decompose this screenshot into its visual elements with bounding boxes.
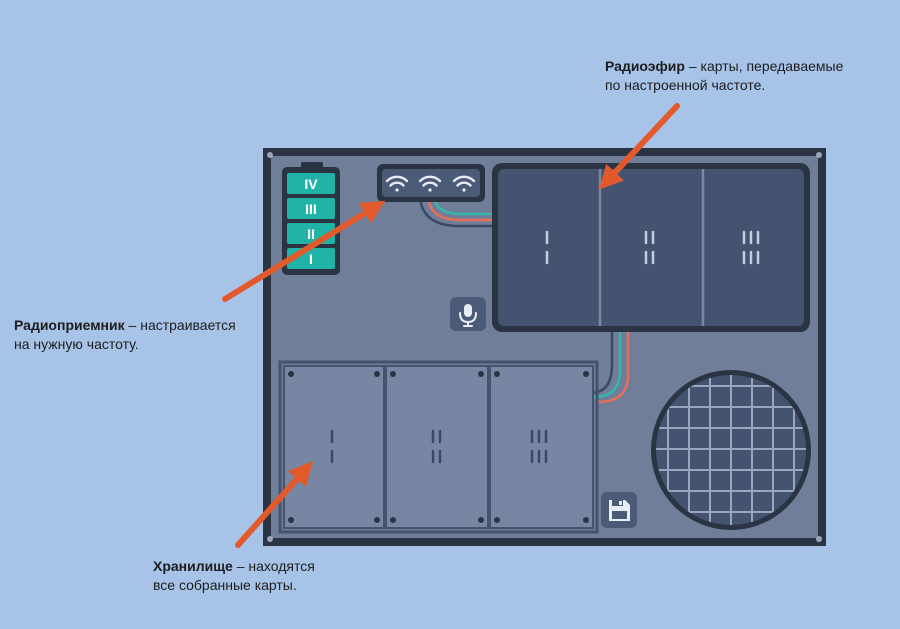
- annotation-radio-air: Радиоэфир – карты, передаваемые по настр…: [605, 57, 843, 95]
- battery-cell: [287, 198, 335, 219]
- annotation-storage-text: – находятся: [232, 558, 315, 574]
- annotation-storage-title: Хранилище: [153, 558, 233, 574]
- frame-screw: [816, 536, 822, 542]
- storage-card-slot[interactable]: [530, 429, 548, 464]
- storage-panel: [278, 360, 599, 534]
- floppy-disk-icon: [609, 500, 630, 521]
- frame-screw: [267, 152, 273, 158]
- wifi-icon[interactable]: [418, 175, 442, 192]
- wifi-icon[interactable]: [385, 175, 409, 192]
- battery-level-label: II: [307, 226, 315, 242]
- annotation-radio-air-line2: по настроенной частоте.: [605, 77, 766, 93]
- battery-cell: [287, 173, 335, 194]
- arrow-to-receiver: [222, 200, 386, 302]
- annotation-receiver-title: Радиоприемник: [14, 317, 125, 333]
- frame-screw: [267, 536, 273, 542]
- storage-card-slot[interactable]: [431, 429, 442, 464]
- arrow-to-broadcast: [598, 103, 680, 190]
- battery-level-label: I: [309, 251, 313, 267]
- annotation-storage: Хранилище – находятся все собранные карт…: [153, 557, 315, 595]
- annotation-receiver: Радиоприемник – настраивается на нужную …: [14, 316, 236, 354]
- broadcast-panel: [492, 163, 810, 332]
- annotation-arrows: [222, 103, 680, 548]
- microphone-icon: [459, 304, 477, 327]
- frame-screw: [816, 152, 822, 158]
- storage-screws: [288, 371, 589, 523]
- battery-level-label: III: [305, 201, 317, 217]
- save-button[interactable]: [601, 492, 637, 528]
- annotation-receiver-line2: на нужную частоту.: [14, 336, 139, 352]
- annotation-radio-air-title: Радиоэфир: [605, 58, 685, 74]
- arrow-to-storage: [235, 461, 313, 548]
- speaker-grille: [651, 370, 811, 530]
- annotation-radio-air-text: – карты, передаваемые: [684, 58, 844, 74]
- annotation-receiver-text: – настраивается: [124, 317, 236, 333]
- wifi-icon[interactable]: [452, 175, 476, 192]
- broadcast-card-slot[interactable]: [644, 230, 655, 265]
- battery: IV III II I: [282, 162, 340, 275]
- annotation-storage-line2: все собранные карты.: [153, 577, 297, 593]
- receiver-panel[interactable]: [377, 164, 485, 202]
- battery-level-label: IV: [304, 176, 318, 192]
- microphone-button[interactable]: [450, 297, 486, 331]
- broadcast-card-slot[interactable]: [742, 230, 760, 265]
